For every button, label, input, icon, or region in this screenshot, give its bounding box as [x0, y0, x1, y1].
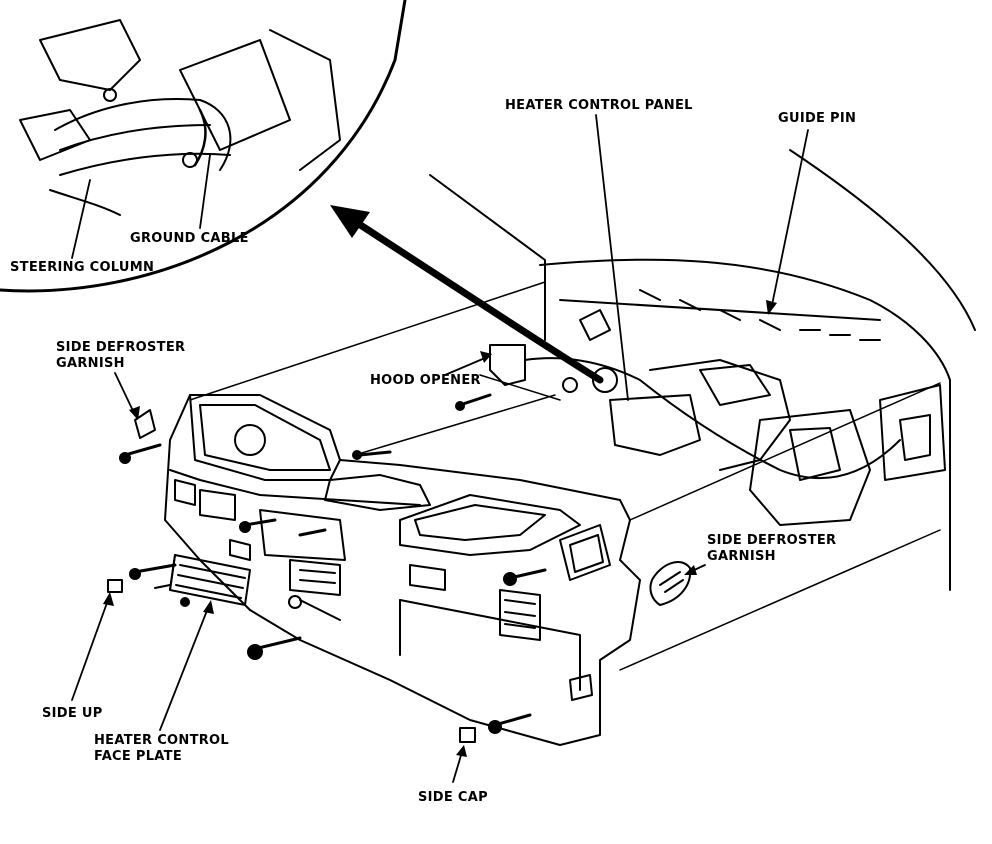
label-side-defroster-garnish-left-line2: GARNISH [56, 356, 125, 371]
fasteners-and-caps [107, 393, 692, 743]
label-side-cap: SIDE CAP [418, 790, 488, 805]
label-side-defroster-garnish-right-line2: GARNISH [707, 549, 776, 564]
label-heater-control-face-plate-line2: FACE PLATE [94, 749, 183, 764]
label-side-up: SIDE UP [42, 706, 103, 721]
mounting-guide-lines [189, 281, 941, 671]
firewall-body [429, 149, 976, 591]
label-hood-opener: HOOD OPENER [370, 373, 481, 388]
label-side-defroster-garnish-left-line1: SIDE DEFROSTER [56, 340, 186, 355]
heater-control-face-plate [169, 554, 251, 606]
label-heater-control-face-plate-line1: HEATER CONTROL [94, 733, 229, 748]
callout-arrowhead [330, 205, 370, 238]
label-ground-cable: GROUND CABLE [130, 231, 249, 246]
callout-arrow [341, 211, 604, 384]
steering-column-inset [0, 0, 407, 293]
instrument-panel [164, 394, 641, 746]
label-steering-column: STEERING COLUMN [10, 260, 155, 275]
leader-lines [71, 114, 809, 783]
label-guide-pin: GUIDE PIN [778, 111, 857, 126]
label-heater-control-panel: HEATER CONTROL PANEL [505, 98, 693, 113]
label-side-defroster-garnish-right-line1: SIDE DEFROSTER [707, 533, 837, 548]
